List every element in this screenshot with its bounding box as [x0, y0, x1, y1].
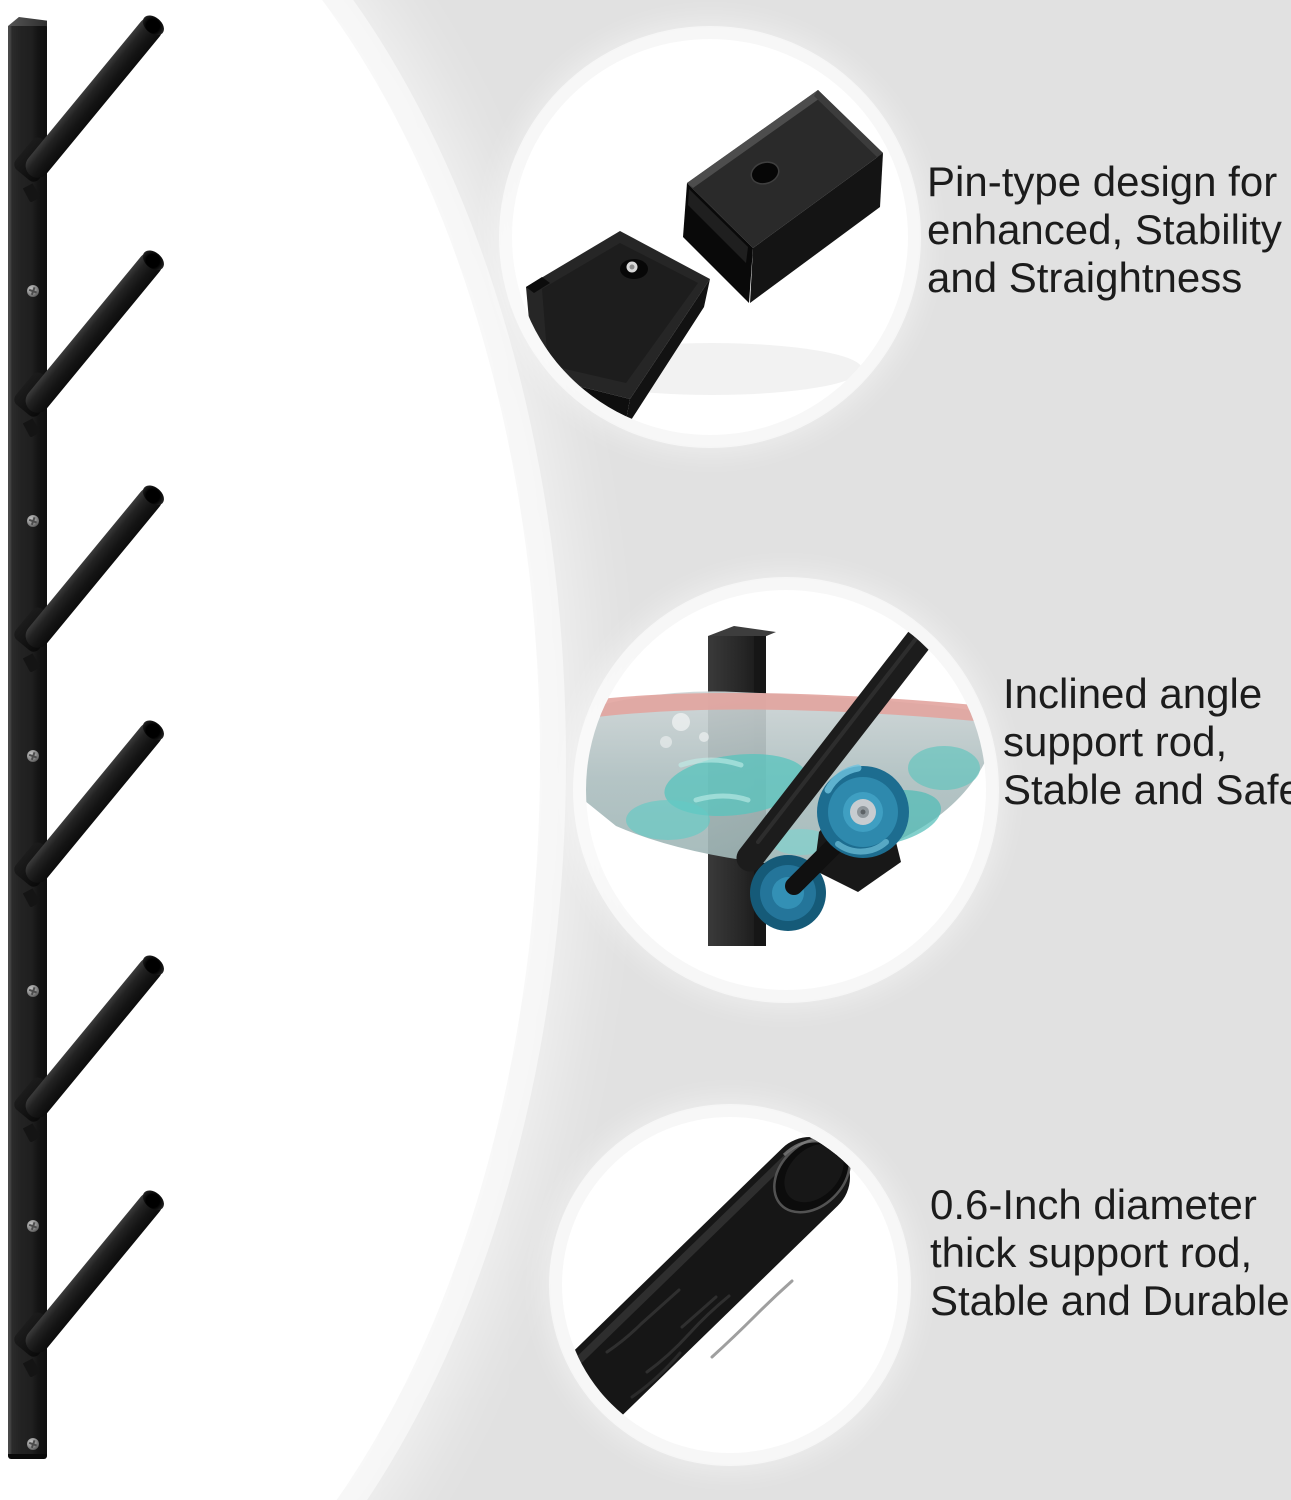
- caption-line: 0.6-Inch diameter: [930, 1181, 1257, 1228]
- rack-screw-6: [27, 1438, 39, 1450]
- rack-bar: [8, 26, 47, 1456]
- caption-inclined-rod: Inclined angle support rod, Stable and S…: [1003, 670, 1291, 814]
- caption-line: thick support rod,: [930, 1229, 1253, 1276]
- caption-line: Pin-type design for: [927, 158, 1278, 205]
- caption-line: Stable and Durable: [930, 1277, 1290, 1324]
- pin-connector-photo: [526, 90, 883, 431]
- caption-line: support rod,: [1003, 718, 1228, 765]
- rack-screw-5: [27, 1220, 39, 1232]
- caption-line: Inclined angle: [1003, 670, 1263, 717]
- rack-photo: [0, 0, 300, 1500]
- rack-screw-1: [27, 285, 39, 297]
- thick-rod-photo: [562, 1136, 851, 1429]
- caption-pin-design: Pin-type design for enhanced, Stability …: [927, 158, 1282, 302]
- callout-circle-inclined-rod: [586, 590, 986, 990]
- callout-circle-rod-diameter: [562, 1117, 898, 1453]
- caption-line: enhanced, Stability: [927, 206, 1282, 253]
- rack-screw-2: [27, 515, 39, 527]
- caption-rod-diameter: 0.6-Inch diameter thick support rod, Sta…: [930, 1181, 1290, 1325]
- spotlight-ellipse: [0, 0, 540, 1500]
- rack-screw-4: [27, 985, 39, 997]
- rack-screw-3: [27, 750, 39, 762]
- skateboard-on-rod-photo: [586, 617, 986, 946]
- caption-line: Stable and Safe: [1003, 766, 1291, 813]
- rack-bar-bottom-face: [8, 1454, 47, 1459]
- callout-circle-pin-design: [512, 39, 908, 435]
- caption-line: and Straightness: [927, 254, 1243, 301]
